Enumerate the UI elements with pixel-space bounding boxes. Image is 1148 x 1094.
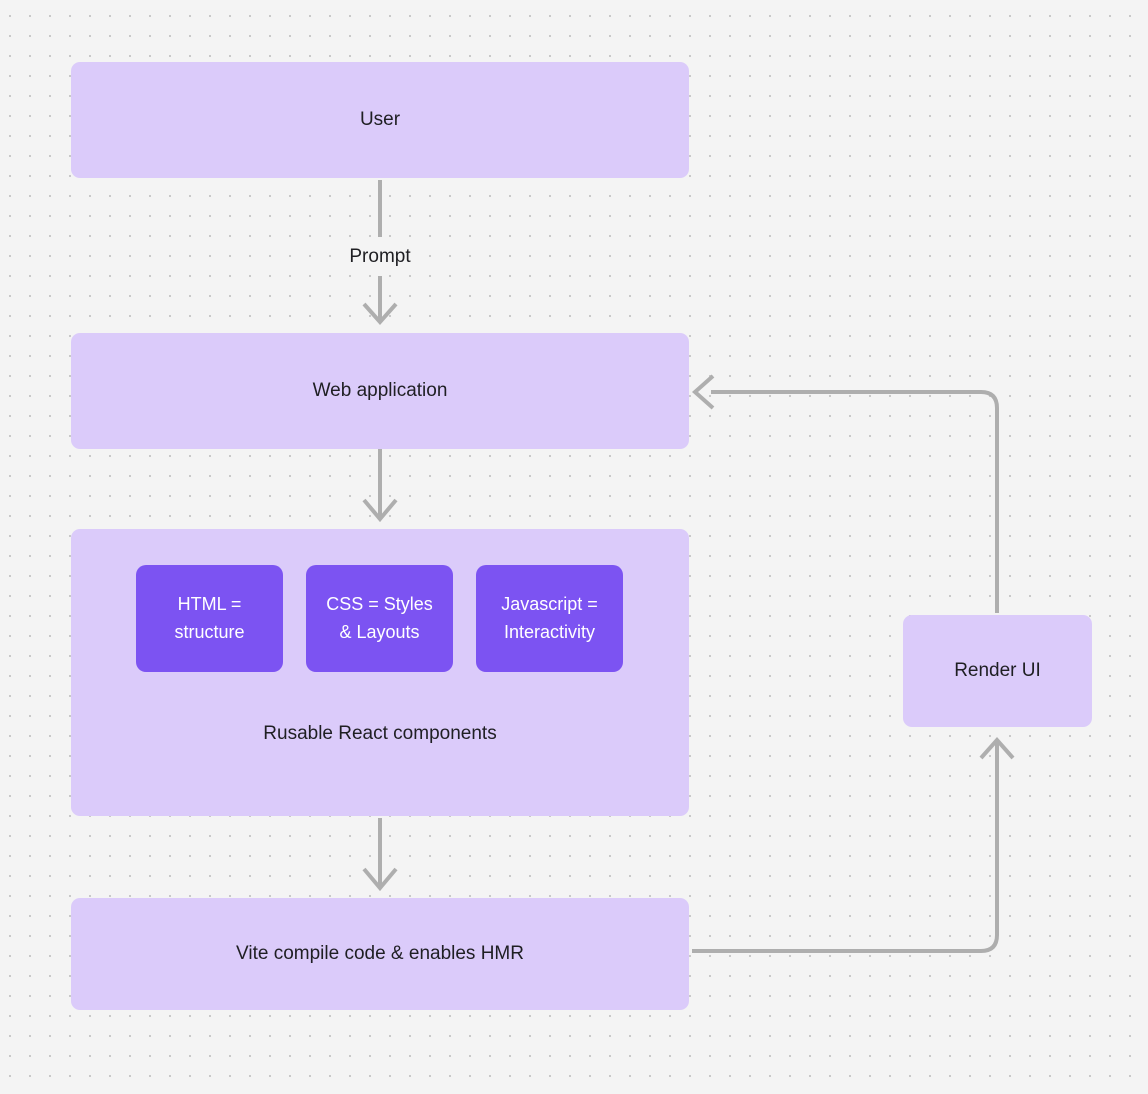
edge-label-prompt: Prompt xyxy=(342,244,418,270)
edge-render-to-web-arrowhead xyxy=(691,374,715,410)
node-javascript-chip-line1: Javascript = xyxy=(501,593,598,614)
edge-vite-to-render-arrowhead xyxy=(979,736,1015,760)
node-user[interactable]: User xyxy=(71,62,689,178)
node-css-chip[interactable]: CSS = Styles & Layouts xyxy=(306,565,453,672)
node-web-application[interactable]: Web application xyxy=(71,333,689,449)
node-javascript-chip-line2: Interactivity xyxy=(503,621,595,642)
node-components-group[interactable]: HTML = structure CSS = Styles & Layouts … xyxy=(71,529,689,816)
node-html-chip-line1: HTML = xyxy=(177,593,242,614)
edge-render-to-web-line xyxy=(711,390,999,613)
node-web-application-label: Web application xyxy=(312,380,448,402)
edge-vite-to-render-line xyxy=(692,742,999,953)
node-css-chip-line2: & Layouts xyxy=(339,621,420,642)
node-render-ui-label: Render UI xyxy=(954,660,1041,682)
node-html-chip[interactable]: HTML = structure xyxy=(136,565,283,672)
node-css-chip-line1: CSS = Styles xyxy=(326,593,433,614)
edge-web-to-components-arrowhead xyxy=(362,498,398,523)
node-html-chip-line2: structure xyxy=(174,621,245,642)
node-vite-label: Vite compile code & enables HMR xyxy=(236,943,524,965)
node-vite[interactable]: Vite compile code & enables HMR xyxy=(71,898,689,1010)
edge-user-to-web-arrowhead xyxy=(362,302,398,326)
node-user-label: User xyxy=(359,109,401,131)
node-render-ui[interactable]: Render UI xyxy=(903,615,1092,727)
node-javascript-chip-label: Javascript = Interactivity xyxy=(501,591,598,647)
node-html-chip-label: HTML = structure xyxy=(174,591,244,647)
edge-components-to-vite-arrowhead xyxy=(362,867,398,892)
node-javascript-chip[interactable]: Javascript = Interactivity xyxy=(476,565,623,672)
node-components-group-caption: Rusable React components xyxy=(263,723,497,744)
node-css-chip-label: CSS = Styles & Layouts xyxy=(326,591,433,647)
